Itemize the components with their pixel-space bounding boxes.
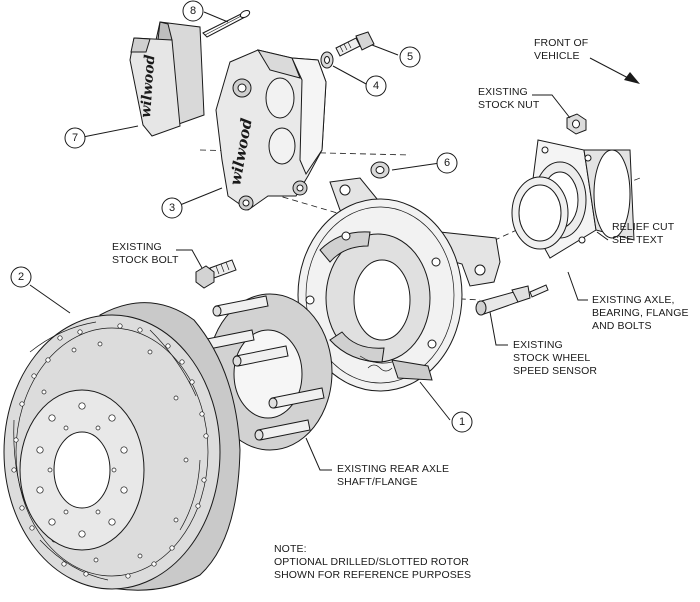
brake-rotor — [3, 302, 241, 591]
label-axle-shaft: EXISTING REAR AXLE SHAFT/FLANGE — [337, 463, 449, 488]
callout-7: 7 — [64, 127, 86, 149]
wheel-studs — [198, 295, 325, 441]
svg-text:STOCK NUT: STOCK NUT — [478, 99, 540, 111]
parking-brake-backing-plate — [297, 198, 463, 392]
label-wheel-speed-sensor: EXISTING STOCK WHEEL SPEED SENSOR — [513, 339, 597, 377]
callout-6-number: 6 — [444, 157, 450, 169]
label-front-of-vehicle: FRONT OF VEHICLE — [534, 37, 588, 62]
front-direction-arrow — [589, 57, 640, 84]
callout-8: 8 — [182, 0, 204, 22]
axle-shaft-flange — [198, 293, 333, 451]
svg-text:NOTE:: NOTE: — [274, 543, 307, 555]
rotor-hat-holes — [36, 402, 128, 538]
callout-8-number: 8 — [190, 5, 196, 17]
svg-text:SHOWN FOR REFERENCE PURPOSES: SHOWN FOR REFERENCE PURPOSES — [274, 569, 471, 581]
svg-text:EXISTING: EXISTING — [112, 241, 162, 253]
label-relief-cut: RELIEF CUT SEE TEXT — [612, 221, 675, 246]
cotter-pin — [202, 9, 251, 38]
callout-2-number: 2 — [18, 271, 24, 283]
callout-4: 4 — [365, 75, 387, 97]
stock-bolt — [195, 259, 237, 289]
brake-pads: wilwood — [129, 21, 205, 137]
svg-text:EXISTING AXLE,: EXISTING AXLE, — [592, 294, 675, 306]
svg-text:SEE TEXT: SEE TEXT — [612, 234, 664, 246]
svg-text:SPEED SENSOR: SPEED SENSOR — [513, 365, 597, 377]
relief-cut-ring — [511, 176, 569, 250]
svg-text:EXISTING REAR AXLE: EXISTING REAR AXLE — [337, 463, 449, 475]
svg-text:VEHICLE: VEHICLE — [534, 50, 580, 62]
svg-text:FRONT OF: FRONT OF — [534, 37, 588, 49]
label-stock-bolt: EXISTING STOCK BOLT — [112, 241, 179, 266]
caliper: wilwood — [215, 49, 327, 211]
callout-2: 2 — [10, 266, 32, 288]
callout-5-number: 5 — [407, 51, 413, 63]
callout-6: 6 — [436, 152, 458, 174]
svg-text:STOCK WHEEL: STOCK WHEEL — [513, 352, 590, 364]
callout-5: 5 — [399, 46, 421, 68]
svg-text:SHAFT/FLANGE: SHAFT/FLANGE — [337, 476, 418, 488]
callout-7-number: 7 — [72, 132, 78, 144]
svg-text:RELIEF CUT: RELIEF CUT — [612, 221, 675, 233]
svg-text:EXISTING: EXISTING — [478, 86, 528, 98]
svg-text:STOCK BOLT: STOCK BOLT — [112, 254, 179, 266]
callout-3-number: 3 — [169, 202, 175, 214]
note-text: NOTE: OPTIONAL DRILLED/SLOTTED ROTOR SHO… — [274, 543, 471, 581]
svg-text:BEARING, FLANGE: BEARING, FLANGE — [592, 307, 689, 319]
wheel-speed-sensor — [475, 284, 549, 316]
callout-1: 1 — [451, 411, 473, 433]
svg-text:EXISTING: EXISTING — [513, 339, 563, 351]
label-stock-nut: EXISTING STOCK NUT — [478, 86, 540, 111]
svg-text:AND BOLTS: AND BOLTS — [592, 320, 652, 332]
callout-4-number: 4 — [373, 80, 379, 92]
stock-nut — [566, 113, 587, 135]
callout-3: 3 — [161, 197, 183, 219]
label-axle-bearing: EXISTING AXLE, BEARING, FLANGE AND BOLTS — [592, 294, 689, 332]
rotor-slots — [13, 321, 201, 581]
callout-1-number: 1 — [459, 416, 465, 428]
leader-lines — [29, 11, 609, 471]
svg-text:OPTIONAL DRILLED/SLOTTED ROTOR: OPTIONAL DRILLED/SLOTTED ROTOR — [274, 556, 469, 568]
shim-washer — [370, 161, 390, 179]
caliper-mounting-bolt — [335, 31, 375, 57]
bolt-washer — [320, 51, 334, 69]
pad-logo: wilwood — [138, 54, 158, 118]
